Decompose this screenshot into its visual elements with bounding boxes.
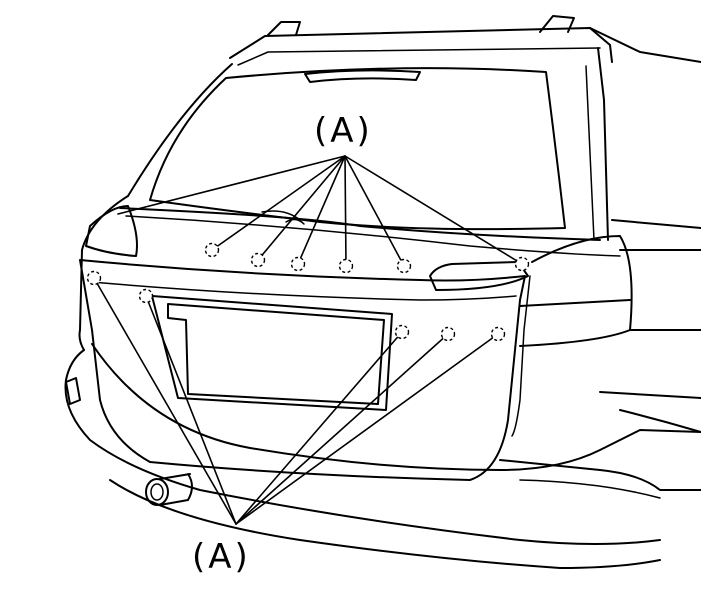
right-tail-lamp-housing <box>519 235 633 347</box>
roof-outline <box>229 27 613 63</box>
rear-gate-right-edge <box>511 275 531 437</box>
roof-spoiler-line <box>237 47 601 66</box>
left-tail-lamp <box>85 205 138 257</box>
right-tail-lamp-lower <box>519 299 631 307</box>
leader-top-2 <box>211 155 346 251</box>
right-tail-lamp-lens <box>429 261 529 291</box>
high-mount-stop-lamp <box>304 69 421 83</box>
clip-marker <box>338 258 354 274</box>
leader-lines-bottom <box>93 277 499 525</box>
clip-marker <box>250 252 266 268</box>
rear-gate-inner-line <box>91 281 517 301</box>
leader-top-6 <box>344 155 405 267</box>
rear-bumper-upper <box>64 349 661 545</box>
exhaust-pipe <box>159 473 193 506</box>
clip-marker <box>290 256 306 272</box>
clip-marker <box>86 270 102 286</box>
clip-marker <box>396 258 412 274</box>
roof-rail-right <box>539 15 575 33</box>
leader-lines-top <box>117 155 523 267</box>
quarter-panel-right-lower <box>599 391 701 433</box>
rear-window-right-pillar-inner <box>585 65 595 241</box>
leader-top-5 <box>344 155 347 267</box>
rear-window-glass <box>149 67 566 231</box>
leader-bottom-2 <box>145 295 237 525</box>
rear-gate-panel <box>79 259 526 481</box>
leader-bottom-5 <box>235 333 499 525</box>
callout-label-bottom: (A) <box>192 537 251 577</box>
license-plate-recess <box>151 295 393 411</box>
leader-bottom-3 <box>235 331 403 525</box>
leader-top-3 <box>257 155 346 261</box>
clip-marker <box>514 256 530 272</box>
leader-top-4 <box>297 155 346 265</box>
rear-window-right-pillar <box>597 47 609 241</box>
clip-marker <box>440 326 456 342</box>
callout-label-top: (A) <box>314 111 373 151</box>
exhaust-tip-inner <box>150 483 164 501</box>
vehicle-outline <box>64 15 701 569</box>
leader-top-7 <box>344 155 523 265</box>
roof-rail-left <box>267 21 301 36</box>
clip-marker <box>204 242 220 258</box>
quarter-panel-right <box>611 219 701 331</box>
leader-top-1 <box>117 155 346 215</box>
leader-bottom-1 <box>93 277 237 525</box>
exhaust-tip-outer <box>145 478 169 506</box>
trim-clips <box>86 242 530 342</box>
leader-bottom-4 <box>235 333 449 525</box>
license-plate-inner <box>167 303 385 405</box>
clip-marker <box>394 324 410 340</box>
rear-bumper-lower <box>109 479 661 569</box>
rear-bumper-step <box>519 479 661 499</box>
clip-marker <box>138 288 154 304</box>
roof-right-side <box>589 27 701 63</box>
clip-marker <box>490 326 506 342</box>
upper-trim-crease <box>119 207 601 241</box>
upper-trim-crease-2 <box>125 215 621 257</box>
rear-bumper-crease-right <box>499 459 701 491</box>
quarter-panel-left <box>78 195 129 351</box>
rear-bumper-reflector <box>65 377 81 405</box>
rear-window-outer <box>127 63 233 197</box>
